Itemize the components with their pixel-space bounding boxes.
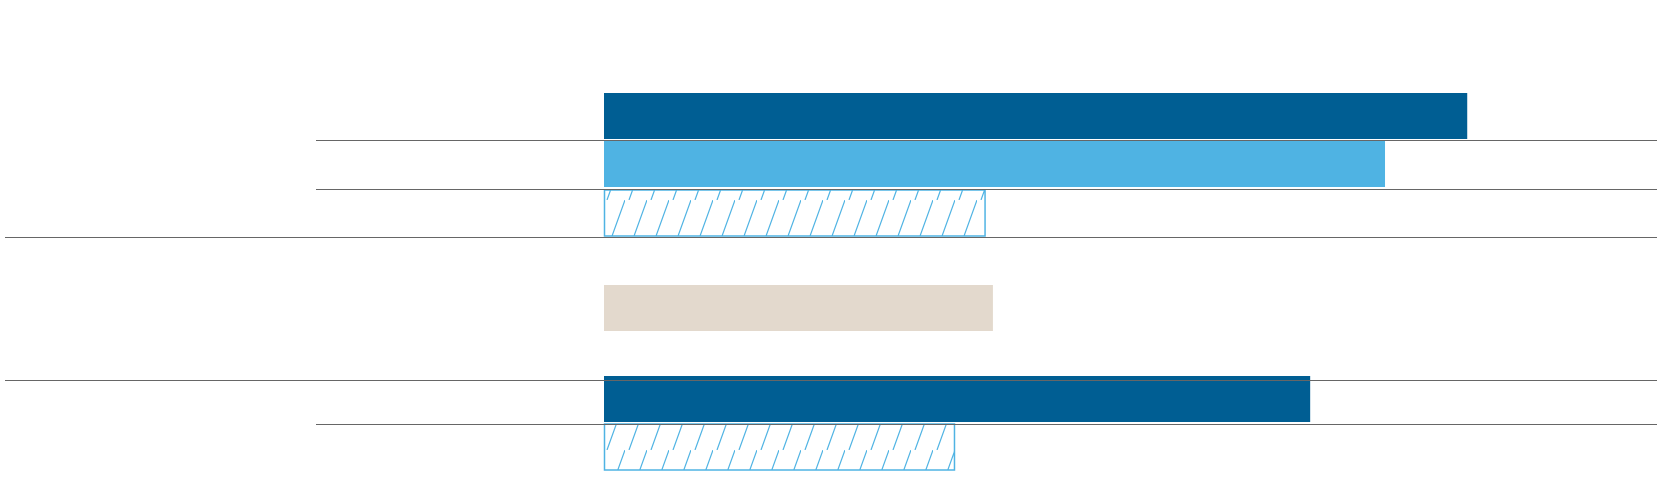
- bar: [604, 285, 993, 331]
- bar: [604, 93, 1468, 139]
- hatched-bar: [603, 189, 986, 237]
- bar: [604, 141, 1386, 187]
- bar: [604, 376, 1311, 422]
- hatched-bar: [603, 423, 956, 471]
